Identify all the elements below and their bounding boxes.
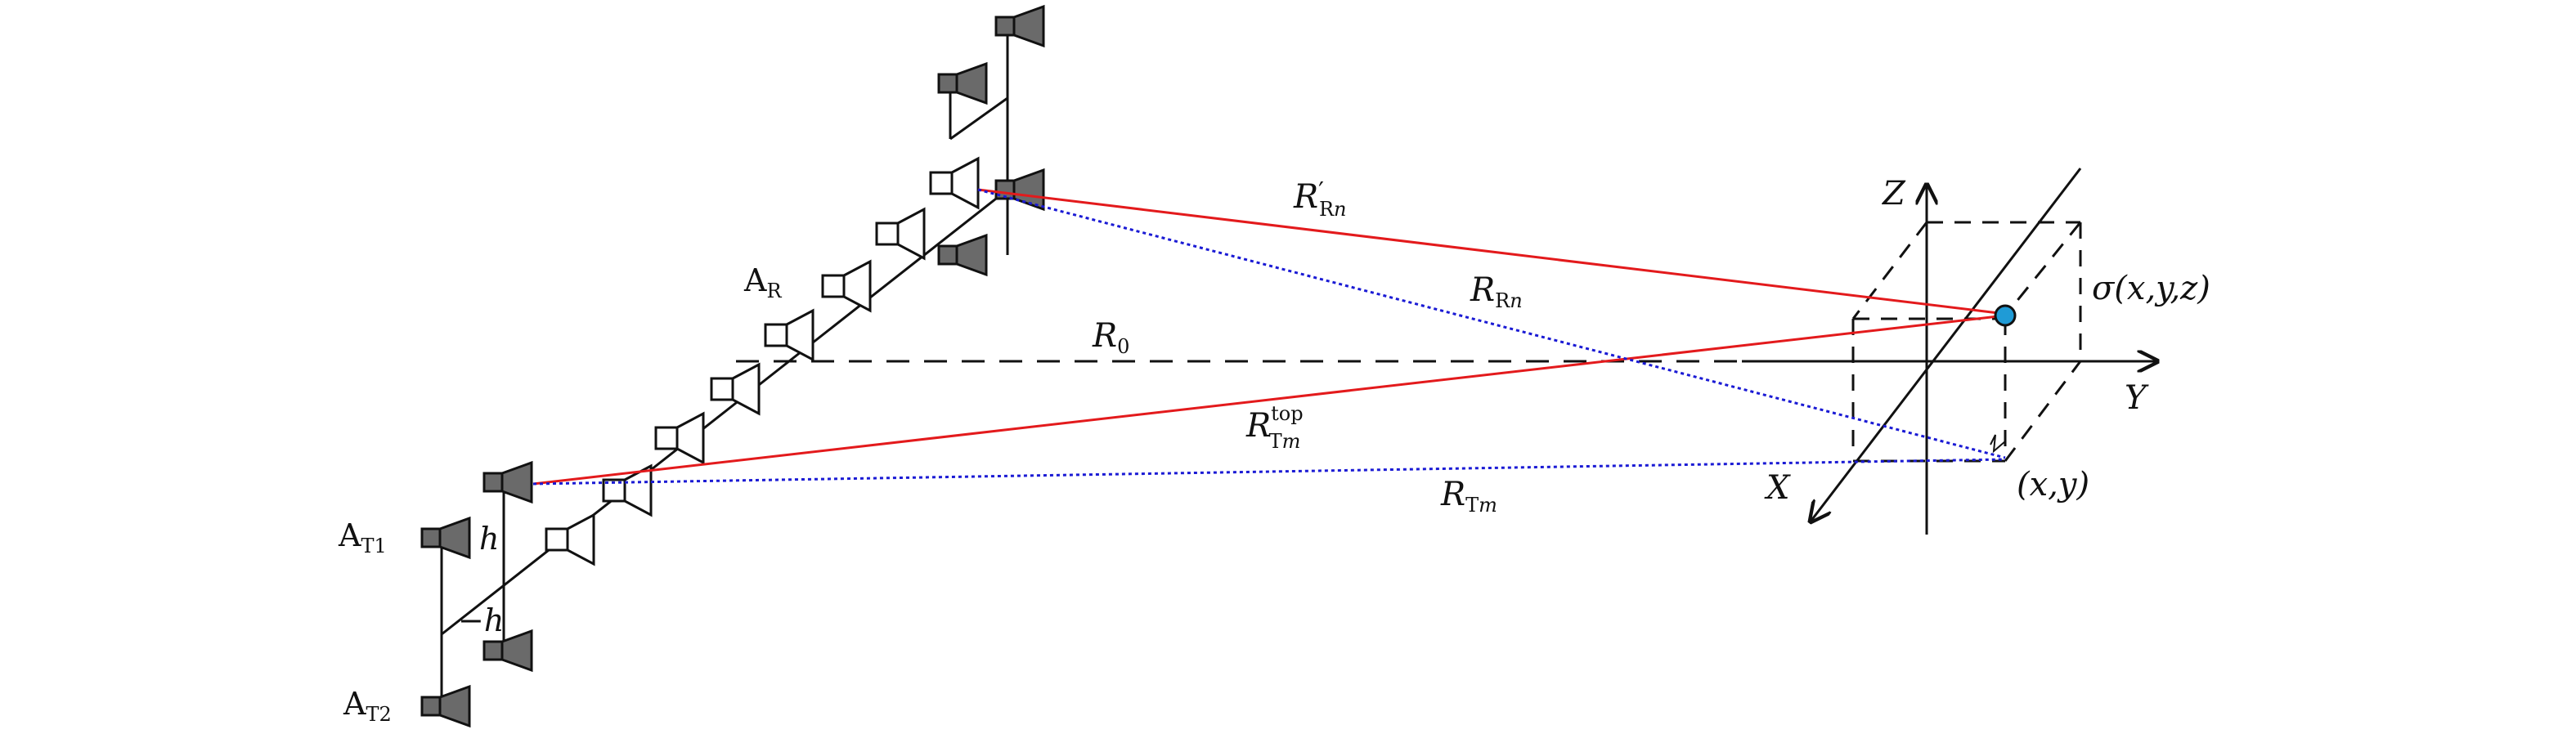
label-A-T1: AT1 (338, 517, 387, 557)
path-R-Rn (977, 188, 2006, 459)
rx-element-5 (764, 308, 815, 362)
antenna-tx-1 (482, 460, 533, 504)
label-target: σ(x,y,z) (2092, 270, 2210, 307)
label-minus-h: −h (458, 602, 504, 638)
antenna-top-4 (937, 233, 988, 277)
label-ground-point: (x,y) (2017, 466, 2089, 504)
antenna-tx-3 (482, 629, 533, 673)
right-angle-marker (1990, 434, 2006, 454)
rx-element-2 (602, 463, 653, 517)
target-point (1994, 304, 2017, 327)
antenna-tx-2 (420, 516, 471, 560)
rx-element-1 (545, 512, 595, 566)
label-R-Rn-prime: R′Rn (1293, 177, 1346, 221)
rx-element-7 (875, 207, 926, 261)
array-structure (440, 28, 1009, 705)
label-R-Tm: RTm (1440, 476, 1497, 517)
antenna-top-3 (994, 168, 1045, 212)
antenna-top-1 (994, 4, 1045, 48)
label-axis-z: Z (1881, 175, 1906, 213)
antenna-top-2 (937, 61, 988, 105)
label-axis-x: X (1764, 469, 1791, 507)
rx-element-3 (654, 411, 705, 465)
signal-paths (532, 188, 2006, 486)
label-R-Rn: RRn (1470, 271, 1523, 312)
label-A-R: AR (743, 262, 782, 302)
receive-array (545, 156, 980, 566)
rx-element-4 (710, 362, 761, 416)
path-R-Rn-prime (977, 188, 2006, 316)
label-A-T2: AT2 (343, 686, 392, 726)
label-h: h (479, 521, 499, 557)
dark-antennas (420, 4, 1045, 728)
coordinate-system (736, 168, 2157, 535)
rx-element-8 (929, 156, 980, 210)
path-R-Tm-top (532, 314, 2006, 486)
rx-element-6 (821, 259, 872, 313)
label-axis-y: Y (2125, 379, 2149, 417)
antenna-tx-4 (420, 684, 471, 728)
target-box (1851, 221, 2082, 463)
label-R0: R0 (1092, 317, 1129, 358)
